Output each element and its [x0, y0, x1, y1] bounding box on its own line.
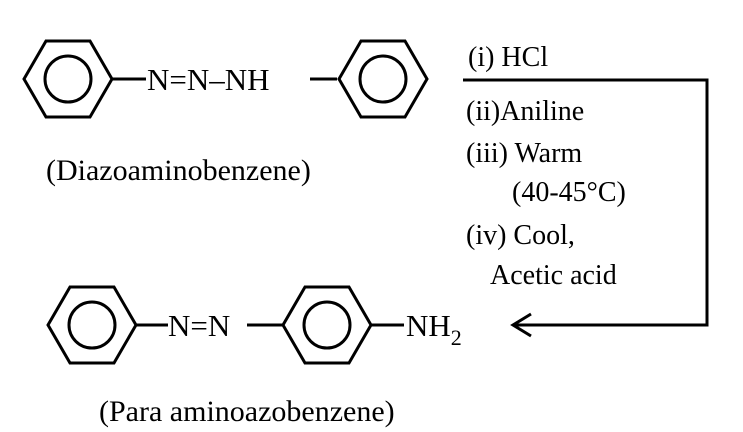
reactant-left-benzene-ring [22, 39, 114, 119]
condition-step-4-reagent: Acetic acid [490, 260, 617, 291]
condition-step-2: (ii)Aniline [466, 96, 584, 127]
reactant-right-benzene-ring [337, 39, 429, 119]
product-amine-label: NH2 [406, 308, 462, 350]
reaction-arrow [463, 78, 709, 338]
product-amine-main: NH [406, 308, 451, 343]
product-right-benzene-ring [281, 285, 373, 365]
product-amine-subscript: 2 [451, 325, 462, 350]
reactant-name: (Diazoaminobenzene) [46, 154, 311, 187]
reactant-linker-label: N=N–NH [147, 62, 270, 97]
product-left-benzene-ring [46, 285, 138, 365]
condition-step-3: (iii) Warm [466, 138, 582, 169]
product-name: (Para aminoazobenzene) [99, 395, 395, 428]
condition-step-4: (iv) Cool, [466, 220, 575, 251]
condition-step-3-temperature: (40-45°C) [512, 177, 626, 208]
product-azo-label: N=N [168, 308, 230, 343]
condition-step-1: (i) HCl [468, 42, 548, 73]
